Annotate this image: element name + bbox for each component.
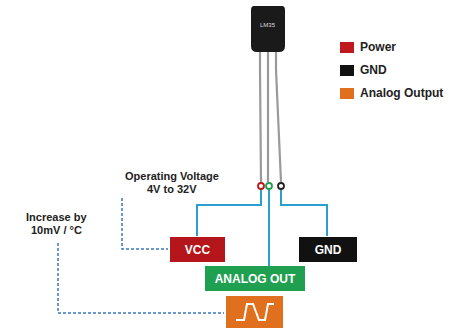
spec-note: Increase by bbox=[26, 211, 87, 224]
legend-row: Analog Output bbox=[340, 86, 443, 100]
vcc-box: VCC bbox=[170, 237, 225, 262]
legend-row: GND bbox=[340, 63, 387, 77]
spec-note: Operating Voltage bbox=[125, 170, 219, 183]
box-label: VCC bbox=[185, 243, 210, 257]
analog-out-box: ANALOG OUT bbox=[205, 266, 305, 291]
spec-note: 10mV / °C bbox=[31, 224, 82, 237]
legend-swatch bbox=[340, 65, 354, 76]
pin-ring bbox=[258, 183, 264, 189]
legend-text: GND bbox=[360, 63, 387, 77]
legend-row: Power bbox=[340, 40, 396, 54]
pin-ring bbox=[266, 183, 272, 189]
box-label: ANALOG OUT bbox=[215, 272, 296, 286]
gnd-box: GND bbox=[299, 237, 357, 262]
signal-box bbox=[226, 296, 283, 328]
legend-text: Power bbox=[360, 40, 396, 54]
spec-note: 4V to 32V bbox=[147, 183, 197, 196]
legend-swatch bbox=[340, 42, 354, 53]
to92-body bbox=[251, 6, 285, 52]
part-number: LM35 bbox=[260, 22, 275, 29]
pin-ring bbox=[278, 183, 284, 189]
legend-text: Analog Output bbox=[360, 86, 443, 100]
box-label: GND bbox=[315, 243, 342, 257]
sensor-legs bbox=[260, 52, 281, 182]
legend-swatch bbox=[340, 88, 354, 99]
wave-symbol bbox=[236, 304, 274, 320]
